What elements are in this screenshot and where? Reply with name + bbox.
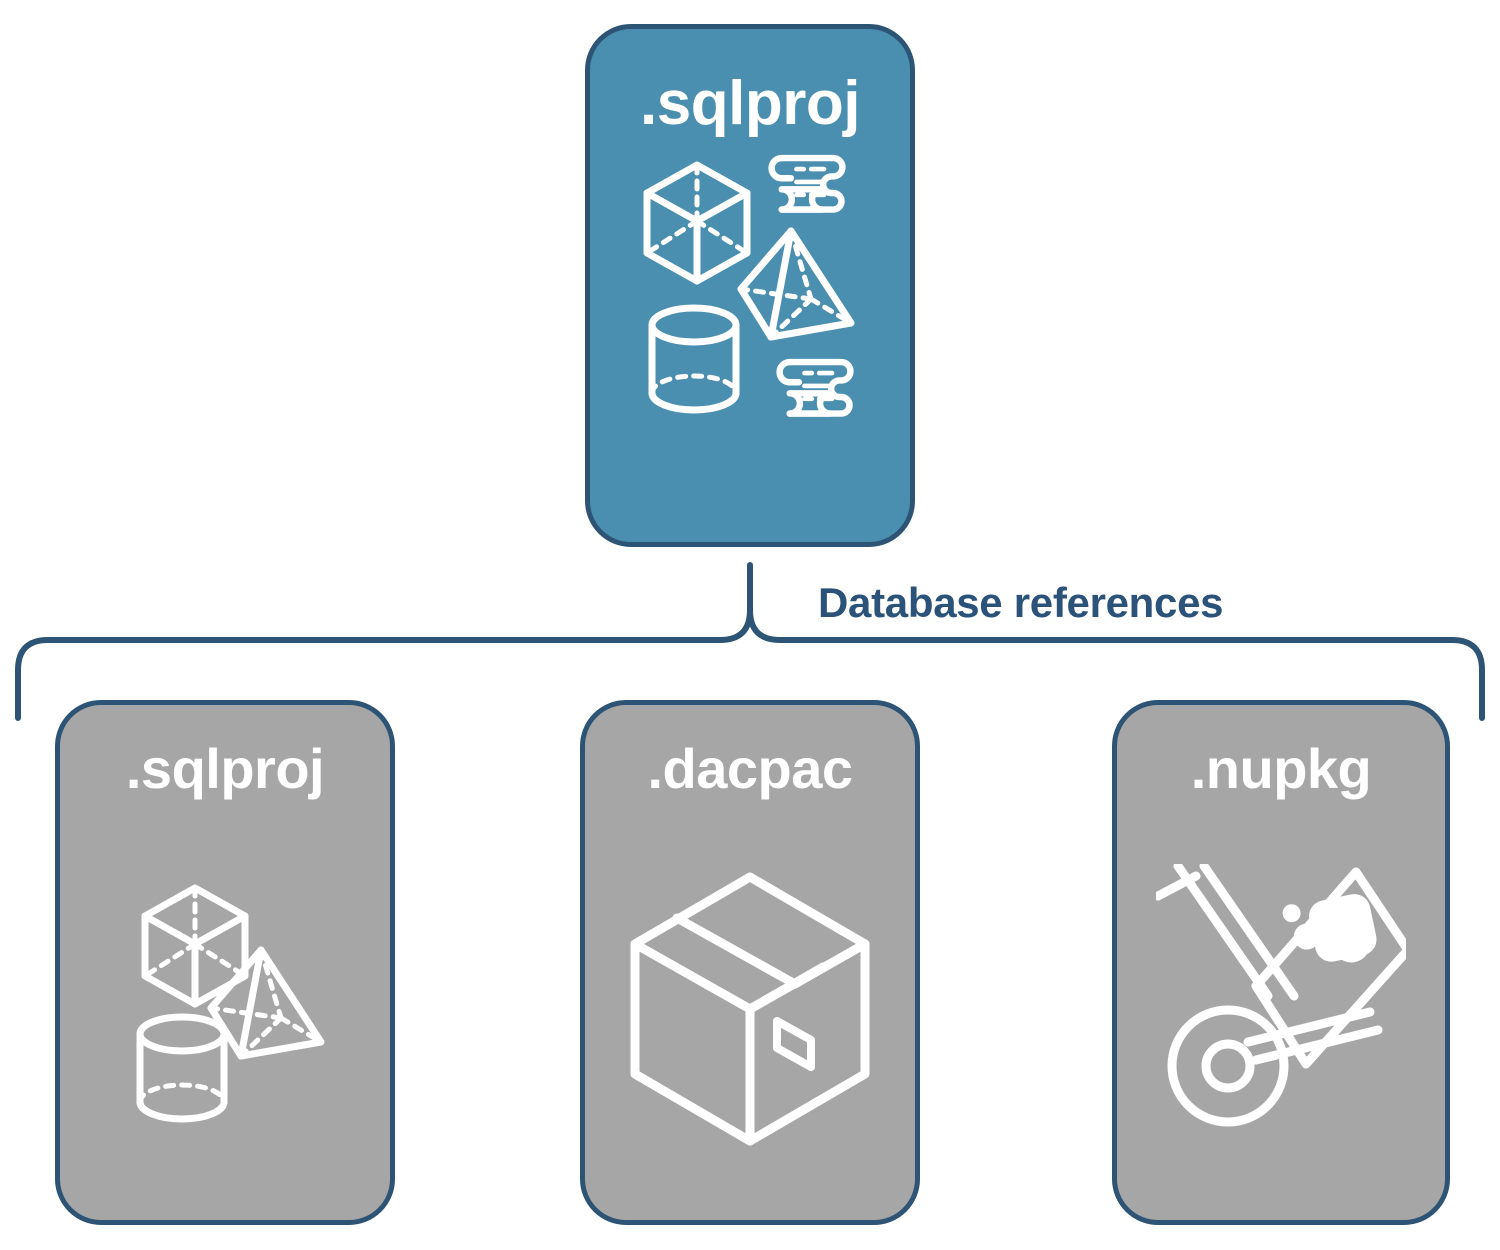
pyramid-wireframe-icon	[207, 946, 325, 1059]
card-artwork	[60, 797, 390, 1220]
brace-path	[15, 562, 1485, 721]
shipping-box-icon	[630, 872, 870, 1145]
cylinder-wireframe-icon	[648, 304, 740, 414]
database-objects-with-scrolls-icon	[643, 154, 855, 417]
card-artwork	[1117, 797, 1445, 1220]
card-artwork	[590, 135, 910, 542]
cylinder-wireframe-icon	[136, 1013, 228, 1122]
card-nupkg-reference[interactable]: .nupkg	[1112, 700, 1450, 1225]
scroll-icon	[776, 358, 854, 417]
cube-wireframe-icon	[141, 884, 249, 1007]
card-sqlproj-reference[interactable]: .sqlproj	[55, 700, 395, 1225]
card-title: .nupkg	[1190, 737, 1372, 800]
pyramid-wireframe-icon	[737, 227, 855, 341]
database-objects-icon	[136, 884, 325, 1122]
card-sqlproj-root[interactable]: .sqlproj	[585, 24, 915, 547]
brace-label: Database references	[818, 579, 1224, 626]
card-artwork	[585, 797, 915, 1220]
wheel-icon	[1167, 1005, 1289, 1126]
nuget-glyph-icon	[1282, 893, 1377, 962]
cube-wireframe-icon	[643, 161, 751, 285]
hand-truck-package-icon	[1156, 863, 1406, 1126]
card-dacpac-reference[interactable]: .dacpac	[580, 700, 920, 1225]
hand-truck-icon	[1156, 863, 1383, 1064]
card-title: .dacpac	[647, 737, 853, 800]
scroll-icon	[768, 154, 846, 213]
card-title: .sqlproj	[125, 737, 325, 800]
card-title: .sqlproj	[640, 69, 860, 138]
